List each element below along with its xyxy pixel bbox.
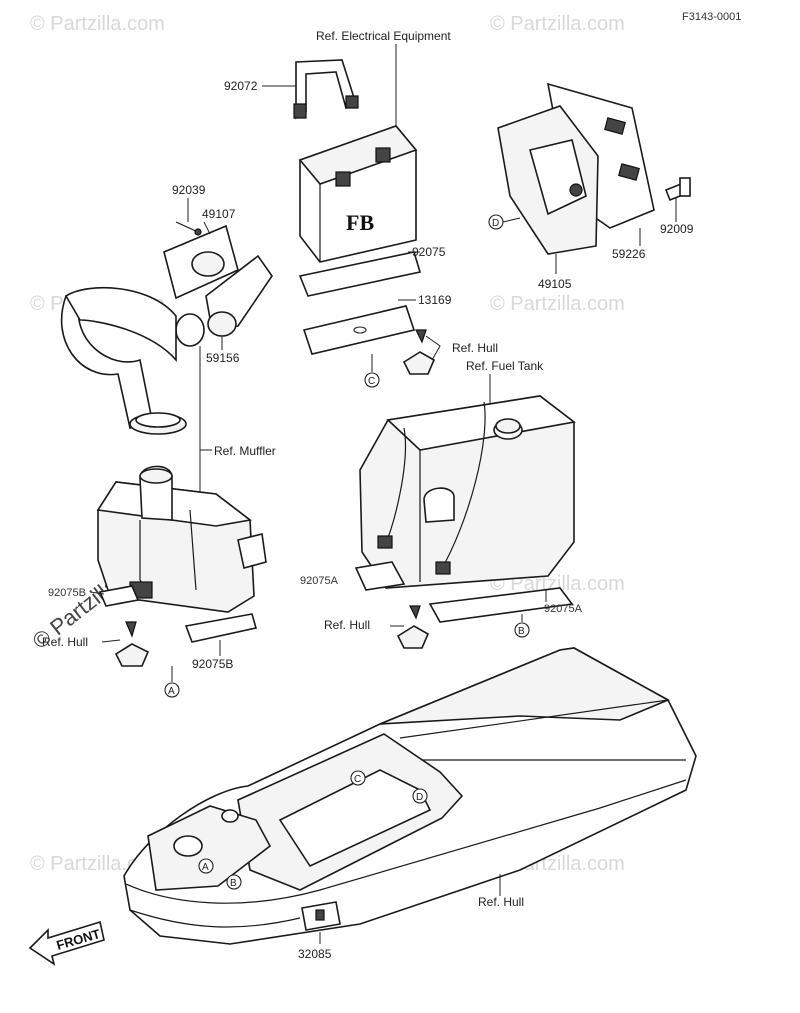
battery-mat-92075 (298, 251, 422, 297)
bolt-92009 (664, 177, 692, 202)
hull-fastener (402, 329, 436, 375)
mat-92075B-right (184, 613, 258, 643)
label-59226: 59226 (612, 247, 646, 261)
label-32085: 32085 (298, 947, 332, 961)
battery-strap (293, 59, 359, 120)
ref-marker-c-label: C (368, 376, 375, 387)
ref-marker-c-hull-label: C (354, 774, 361, 785)
label-92075B-2: 92075B (192, 657, 233, 671)
muffler (96, 465, 267, 613)
bracket-49107 (163, 224, 239, 300)
label-59156: 59156 (206, 351, 240, 365)
battery: FB (298, 125, 418, 263)
label-ref-fuel-tank: Ref. Fuel Tank (466, 359, 544, 373)
label-49105: 49105 (538, 277, 572, 291)
ref-marker-a-label: A (168, 686, 175, 697)
label-ref-hull-1: Ref. Hull (452, 341, 498, 355)
ref-marker-b (514, 622, 530, 638)
ref-marker-b-hull-label: B (230, 878, 237, 889)
hull-fastener-3 (396, 605, 430, 649)
intake-hose (60, 287, 187, 435)
label-92075: 92075 (412, 245, 446, 259)
label-92075B-1: 92075B (48, 587, 86, 599)
battery-bracket (497, 82, 655, 255)
watermark: © Partzilla.com (490, 293, 625, 315)
ref-marker-b-hull (226, 874, 242, 890)
label-92072: 92072 (224, 79, 258, 93)
watermark: © Partzilla.com (490, 13, 625, 35)
label-92075A-2: 92075A (544, 603, 583, 615)
ref-marker-d-hull-label: D (416, 792, 423, 803)
ref-marker-d-label: D (492, 218, 499, 229)
pin-92039 (175, 221, 202, 236)
duct-59156 (175, 254, 273, 347)
label-49107: 49107 (202, 207, 236, 221)
label-13169: 13169 (418, 293, 452, 307)
hull (123, 647, 697, 945)
label-ref-hull-3: Ref. Hull (324, 618, 370, 632)
ref-marker-a-hull (198, 858, 214, 874)
ref-marker-c (364, 372, 380, 388)
mat-92075A-right (428, 587, 574, 623)
watermark: © Partzilla.com (30, 13, 165, 35)
label-ref-hull-4: Ref. Hull (478, 895, 524, 909)
mat-92075B-left (98, 585, 140, 607)
fuel-tank (359, 395, 576, 589)
ref-marker-b-label: B (518, 626, 525, 637)
label-92075A-1: 92075A (300, 575, 339, 587)
mat-92075A-left (354, 561, 406, 591)
front-arrow-icon: FRONT (28, 920, 105, 966)
label-ref-hull-2: Ref. Hull (42, 635, 88, 649)
label-ref-electrical: Ref. Electrical Equipment (316, 29, 451, 43)
ref-marker-a-hull-label: A (202, 862, 209, 873)
battery-mark: FB (346, 210, 374, 235)
hull-fastener-2 (114, 621, 150, 667)
ref-marker-d-hull (412, 788, 428, 804)
label-92039: 92039 (172, 183, 206, 197)
ref-marker-a (164, 682, 180, 698)
figure-code: F3143-0001 (682, 11, 741, 23)
label-92009: 92009 (660, 222, 694, 236)
label-ref-muffler: Ref. Muffler (214, 444, 276, 458)
ref-marker-c-hull (350, 770, 366, 786)
